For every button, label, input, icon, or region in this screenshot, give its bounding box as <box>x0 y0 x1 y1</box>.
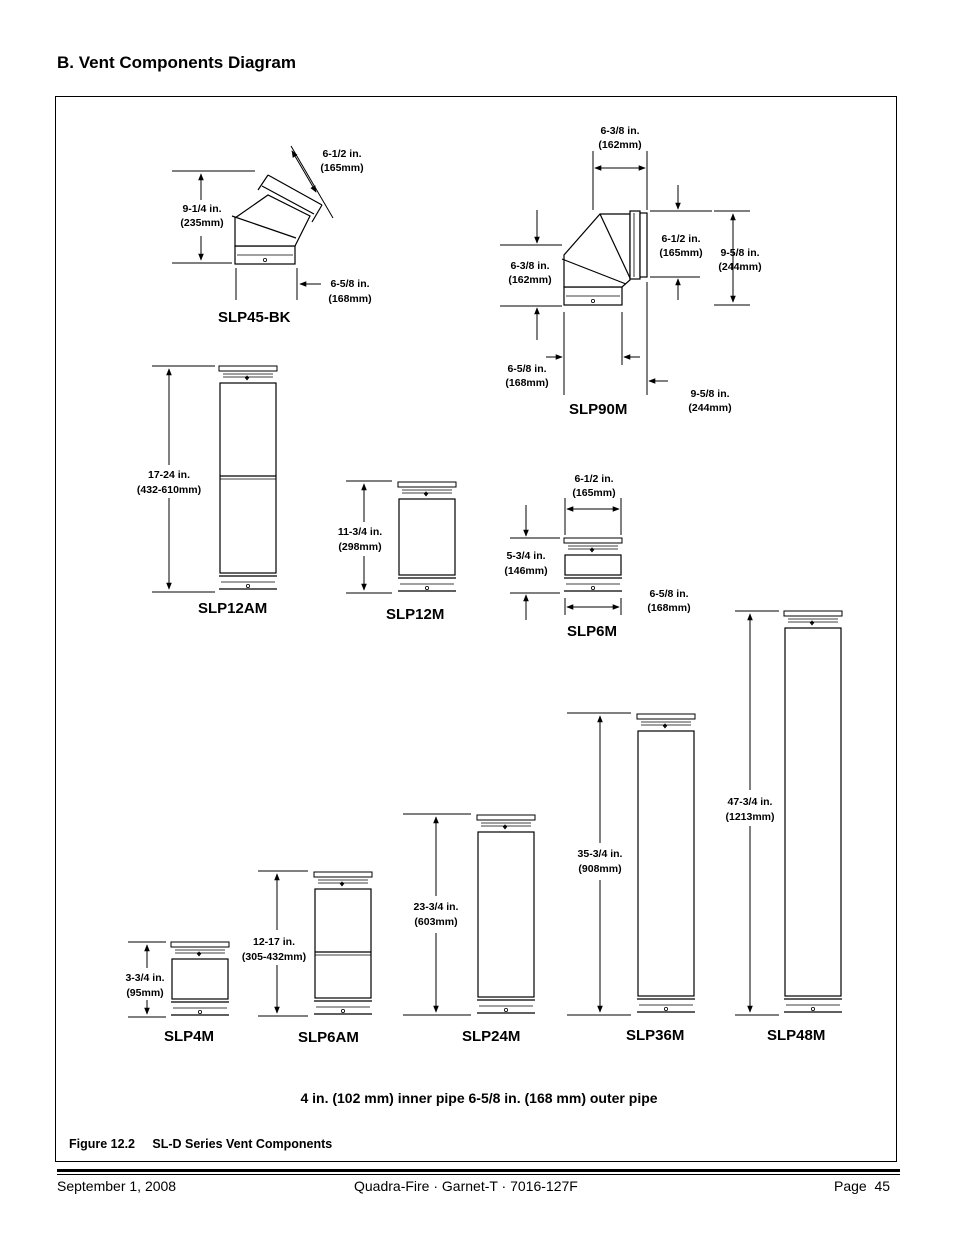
slp48m-dimensions <box>735 610 779 1016</box>
slp45bk-width-line2: (168mm) <box>328 293 371 305</box>
slp90m-part <box>561 210 648 306</box>
slp6m-dimensions <box>510 498 622 620</box>
figure-caption: Figure 12.2 SL-D Series Vent Components <box>69 1137 332 1151</box>
slp45bk-part <box>231 174 323 265</box>
slp36m-dim-line2: (908mm) <box>578 863 621 875</box>
slp6m-width-line1: 6-5/8 in. <box>649 588 688 600</box>
slp90m-bl-line2: (168mm) <box>505 377 548 389</box>
slp4m-label: SLP4M <box>164 1028 214 1045</box>
slp4m-dim-line2: (95mm) <box>126 987 163 999</box>
slp90m-label: SLP90M <box>569 401 627 418</box>
slp48m-part <box>783 610 843 1013</box>
slp48m-dim-line1: 47-3/4 in. <box>728 796 773 808</box>
slp12m-dimensions <box>346 480 392 594</box>
slp12am-dimensions <box>152 365 215 593</box>
slp6am-dim-line2: (305-432mm) <box>242 951 306 963</box>
slp36m-dimensions <box>567 712 631 1016</box>
footer-rule-thin <box>57 1174 900 1175</box>
slp12am-part <box>218 365 278 590</box>
diagram-frame <box>55 96 897 1162</box>
slp45bk-dimensions <box>172 145 334 300</box>
slp12m-label: SLP12M <box>386 606 444 623</box>
slp45bk-width-line1: 6-5/8 in. <box>330 278 369 290</box>
slp90m-br-line1: 9-5/8 in. <box>690 388 729 400</box>
slp36m-dim-line1: 35-3/4 in. <box>578 848 623 860</box>
slp6m-height-line1: 5-3/4 in. <box>506 550 545 562</box>
slp90m-inner-line2: (165mm) <box>659 247 702 259</box>
slp90m-br-line2: (244mm) <box>688 402 731 414</box>
slp45bk-top-line1: 6-1/2 in. <box>322 148 361 160</box>
slp90m-left-line1: 6-3/8 in. <box>510 260 549 272</box>
slp6am-dimensions <box>258 870 308 1017</box>
slp6am-label: SLP6AM <box>298 1029 359 1046</box>
slp48m-label: SLP48M <box>767 1027 825 1044</box>
slp4m-part <box>170 941 230 1016</box>
slp12m-part <box>397 481 457 592</box>
slp12am-dim-line1: 17-24 in. <box>148 469 190 481</box>
slp36m-part <box>636 713 696 1013</box>
slp45bk-height-line2: (235mm) <box>180 217 223 229</box>
slp36m-label: SLP36M <box>626 1027 684 1044</box>
slp45bk-top-line2: (165mm) <box>320 162 363 174</box>
slp6m-label: SLP6M <box>567 623 617 640</box>
pipe-size-subtitle: 4 in. (102 mm) inner pipe 6-5/8 in. (168… <box>300 1090 657 1106</box>
slp45bk-label: SLP45-BK <box>218 309 291 326</box>
footer-page-number: Page 45 <box>834 1178 891 1194</box>
slp4m-dim-line1: 3-3/4 in. <box>125 972 164 984</box>
slp12am-dim-line2: (432-610mm) <box>137 484 201 496</box>
slp24m-label: SLP24M <box>462 1028 520 1045</box>
slp6m-top-line1: 6-1/2 in. <box>574 473 613 485</box>
slp90m-top-line1: 6-3/8 in. <box>600 125 639 137</box>
footer-date: September 1, 2008 <box>57 1178 177 1194</box>
footer-doc-id: Quadra-Fire · Garnet-T · 7016-127F <box>354 1178 578 1194</box>
slp6am-part <box>313 871 373 1015</box>
slp90m-top-line2: (162mm) <box>598 139 641 151</box>
slp6am-dim-line1: 12-17 in. <box>253 936 295 948</box>
slp24m-part <box>476 814 536 1014</box>
slp90m-dimensions <box>500 151 750 395</box>
slp90m-right-line2: (244mm) <box>718 261 761 273</box>
section-heading: B. Vent Components Diagram <box>57 53 296 72</box>
slp12m-dim-line2: (298mm) <box>338 541 381 553</box>
slp24m-dimensions <box>403 813 471 1016</box>
slp6m-width-line2: (168mm) <box>647 602 690 614</box>
slp48m-dim-line2: (1213mm) <box>725 811 774 823</box>
slp90m-inner-line1: 6-1/2 in. <box>661 233 700 245</box>
slp12m-dim-line1: 11-3/4 in. <box>338 526 382 538</box>
slp6m-height-line2: (146mm) <box>504 565 547 577</box>
slp6m-part <box>563 537 623 592</box>
slp24m-dim-line2: (603mm) <box>414 916 457 928</box>
slp90m-bl-line1: 6-5/8 in. <box>507 363 546 375</box>
footer-rule-thick <box>57 1169 900 1172</box>
slp24m-dim-line1: 23-3/4 in. <box>414 901 459 913</box>
slp6m-top-line2: (165mm) <box>572 487 615 499</box>
slp4m-dimensions <box>128 941 166 1018</box>
slp90m-left-line2: (162mm) <box>508 274 551 286</box>
slp12am-label: SLP12AM <box>198 600 267 617</box>
slp90m-right-line1: 9-5/8 in. <box>720 247 759 259</box>
slp45bk-height-line1: 9-1/4 in. <box>182 203 221 215</box>
